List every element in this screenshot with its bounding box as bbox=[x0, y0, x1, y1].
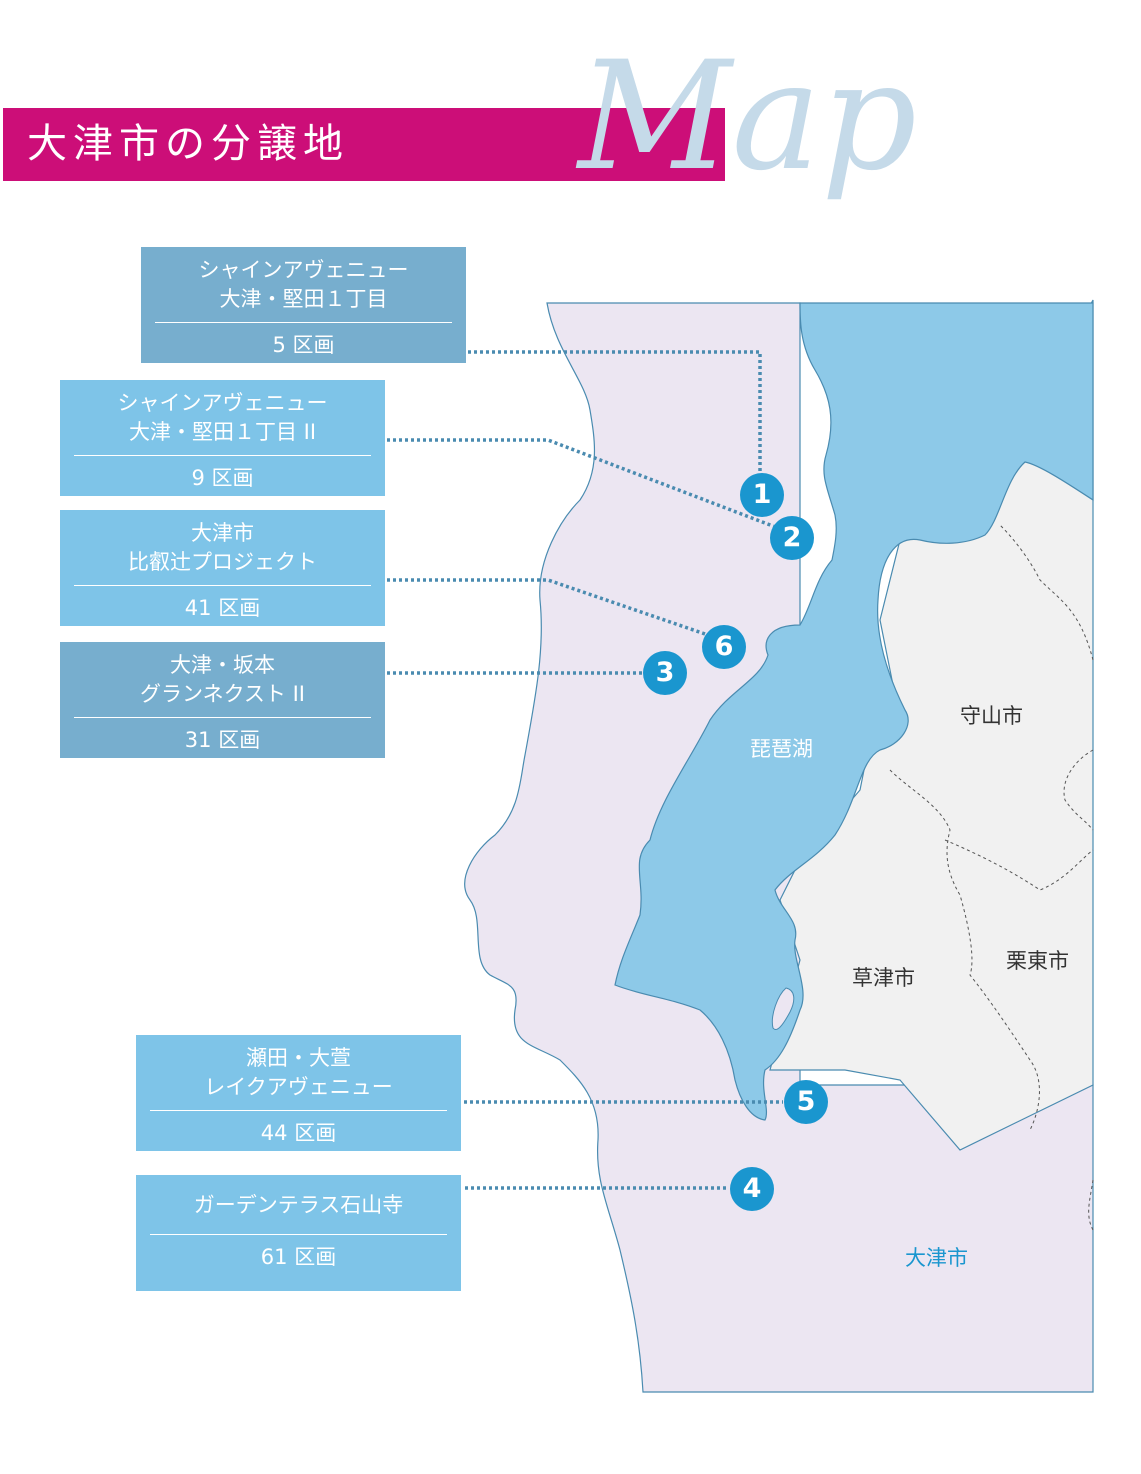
development-name: シャインアヴェニュー 大津・堅田１丁目 II bbox=[117, 391, 328, 444]
map-marker-4[interactable]: 4 bbox=[730, 1167, 774, 1211]
development-card-4[interactable]: ガーデンテラス石山寺 61 区画 bbox=[136, 1175, 461, 1291]
lake-island bbox=[771, 987, 795, 1030]
card-divider bbox=[150, 1234, 447, 1235]
development-name: 瀬田・大萱 レイクアヴェニュー bbox=[204, 1046, 393, 1099]
map-marker-6[interactable]: 6 bbox=[702, 625, 746, 669]
page-title: 大津市の分譲地 bbox=[27, 121, 349, 167]
development-name: 大津・坂本 グランネクスト II bbox=[139, 653, 305, 706]
plot-count: 9 区画 bbox=[191, 466, 254, 490]
map-marker-3[interactable]: 3 bbox=[643, 651, 687, 695]
ritto-label: 栗東市 bbox=[1006, 949, 1069, 973]
card-divider bbox=[74, 455, 371, 456]
card-divider bbox=[155, 322, 452, 323]
city-boundaries bbox=[889, 524, 1094, 1231]
plot-count: 31 区画 bbox=[184, 728, 261, 752]
lake-biwa bbox=[614, 302, 1094, 1121]
otsu-label: 大津市 bbox=[905, 1246, 968, 1270]
kusatsu-label: 草津市 bbox=[852, 966, 915, 990]
map-marker-2[interactable]: 2 bbox=[770, 516, 814, 560]
card-divider bbox=[74, 717, 371, 718]
development-card-2[interactable]: シャインアヴェニュー 大津・堅田１丁目 II 9 区画 bbox=[60, 380, 385, 496]
map-script-title: Map bbox=[575, 30, 917, 204]
development-card-6[interactable]: 大津市 比叡辻プロジェクト 41 区画 bbox=[60, 510, 385, 626]
development-name: シャインアヴェニュー 大津・堅田１丁目 bbox=[198, 258, 409, 311]
card-divider bbox=[74, 585, 371, 586]
eastern-cities-land bbox=[769, 299, 1094, 1151]
lake-biwa-label: 琵琶湖 bbox=[750, 737, 813, 761]
moriyama-label: 守山市 bbox=[960, 704, 1023, 728]
plot-count: 44 区画 bbox=[260, 1121, 337, 1145]
development-card-3[interactable]: 大津・坂本 グランネクスト II 31 区画 bbox=[60, 642, 385, 758]
title-banner: 大津市の分譲地 bbox=[3, 108, 725, 181]
leader-lines bbox=[387, 350, 783, 1190]
card-divider bbox=[150, 1110, 447, 1111]
development-card-1[interactable]: シャインアヴェニュー 大津・堅田１丁目 5 区画 bbox=[141, 247, 466, 363]
development-card-5[interactable]: 瀬田・大萱 レイクアヴェニュー 44 区画 bbox=[136, 1035, 461, 1151]
development-name: ガーデンテラス石山寺 bbox=[193, 1193, 404, 1217]
plot-count: 61 区画 bbox=[260, 1245, 337, 1269]
plot-count: 41 区画 bbox=[184, 596, 261, 620]
plot-count: 5 区画 bbox=[272, 333, 335, 357]
leader-line-2 bbox=[387, 438, 779, 530]
map-marker-5[interactable]: 5 bbox=[784, 1080, 828, 1124]
development-name: 大津市 比叡辻プロジェクト bbox=[128, 521, 317, 574]
leader-line-1 bbox=[468, 350, 762, 475]
map-marker-1[interactable]: 1 bbox=[740, 473, 784, 517]
